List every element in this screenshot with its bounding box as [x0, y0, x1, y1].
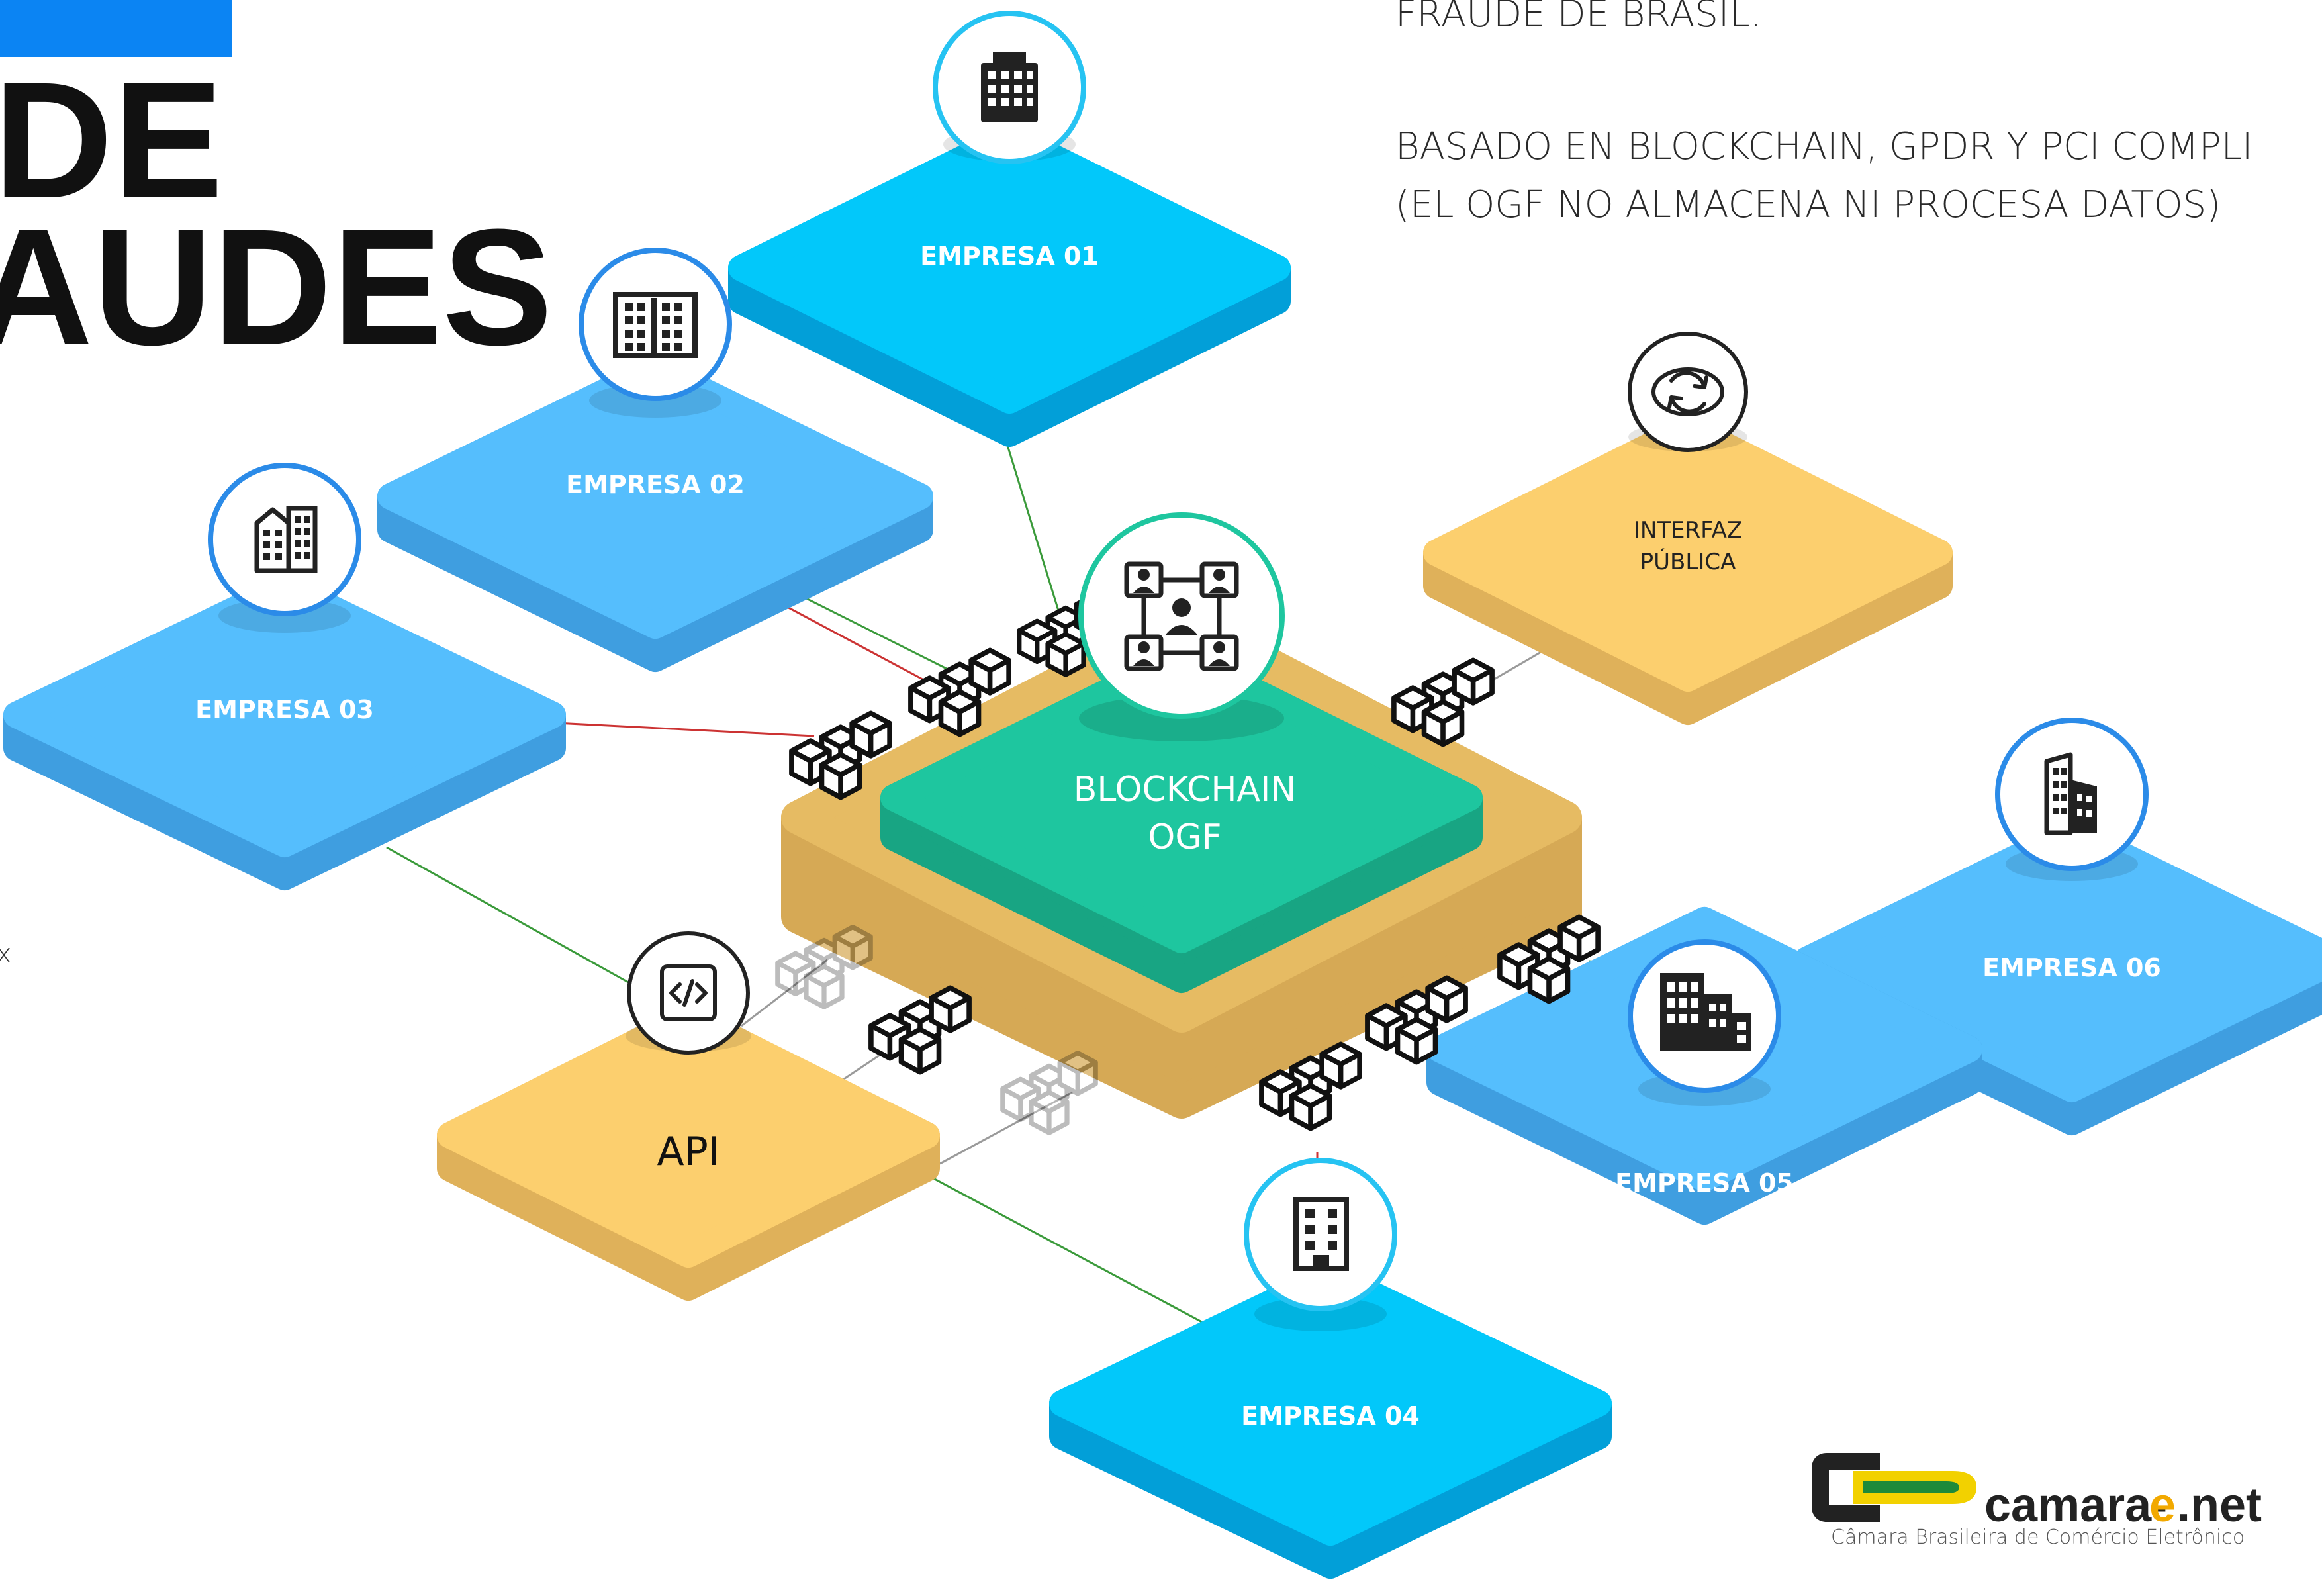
- node-empresa02[interactable]: EMPRESA 02: [377, 354, 933, 672]
- building-icon: [1293, 1197, 1349, 1271]
- logo-name-part3: .net: [2177, 1479, 2262, 1532]
- description-line1: FRAUDE DE BRASIL.: [1395, 0, 1761, 36]
- code-icon: [660, 964, 717, 1021]
- logo-name-part2: e: [2149, 1479, 2176, 1532]
- link-empresa02-red: [780, 602, 941, 690]
- camara-e-net-logo: camara- e .net Câmara Brasileira de Comé…: [1812, 1453, 2262, 1549]
- page-title-line2: AUDES: [0, 195, 553, 379]
- network-users-icon: [1124, 561, 1239, 671]
- node-empresa03-label: EMPRESA 03: [195, 695, 374, 724]
- node-interfaz-icon-badge: [1628, 332, 1748, 452]
- node-empresa04[interactable]: EMPRESA 04: [1049, 1261, 1612, 1579]
- link-empresa01: [1001, 430, 1067, 635]
- node-interfaz-label-line2: PÚBLICA: [1640, 548, 1736, 575]
- node-empresa05-label: EMPRESA 05: [1615, 1168, 1794, 1197]
- node-empresa06-label: EMPRESA 06: [1982, 953, 2161, 982]
- center-label-line1: BLOCKCHAIN: [1074, 770, 1297, 810]
- node-empresa05-icon-badge: [1628, 939, 1781, 1106]
- node-empresa02-label: EMPRESA 02: [566, 470, 745, 499]
- description-line3: (EL OGF NO ALMACENA NI PROCESA DATOS): [1395, 183, 2221, 226]
- logo-subtitle: Câmara Brasileira de Comércio Eletrônico: [1831, 1526, 2245, 1549]
- city-buildings-icon: [1660, 973, 1751, 1051]
- apartment-building-icon: [254, 506, 318, 573]
- skyscraper-icon: [2044, 752, 2097, 835]
- node-empresa01-label: EMPRESA 01: [920, 242, 1099, 271]
- node-interfaz-label-line1: INTERFAZ: [1634, 517, 1742, 543]
- node-empresa03-icon-badge: [208, 463, 361, 633]
- node-interfaz-publica[interactable]: INTERFAZ PÚBLICA: [1423, 414, 1953, 725]
- node-api-label: API: [657, 1129, 720, 1175]
- link-empresa02-green: [787, 588, 947, 670]
- link-empresa03-api: [386, 846, 636, 988]
- node-api-icon-badge: [626, 931, 751, 1055]
- node-empresa01[interactable]: EMPRESA 01: [728, 122, 1291, 447]
- node-blockchain-ogf[interactable]: BLOCKCHAIN OGF: [781, 602, 1582, 1119]
- node-empresa02-icon-badge: [579, 248, 732, 418]
- center-label-line2: OGF: [1148, 818, 1221, 857]
- node-empresa03[interactable]: EMPRESA 03: [3, 573, 566, 890]
- accent-bar: [0, 0, 232, 57]
- sync-icon: [1651, 367, 1724, 416]
- block-cluster-faded-2: [1003, 1053, 1095, 1133]
- center-icon-badge: [1078, 512, 1285, 741]
- office-building-icon: [981, 52, 1038, 122]
- office-building-icon: [613, 292, 698, 358]
- logo-name-part1: camara-: [1984, 1479, 2167, 1532]
- node-empresa04-icon-badge: [1244, 1158, 1397, 1331]
- node-empresa04-label: EMPRESA 04: [1241, 1401, 1420, 1431]
- side-mark: x: [0, 939, 12, 969]
- link-empresa03: [555, 722, 815, 737]
- link-api-empresa04: [933, 1177, 1219, 1332]
- node-api[interactable]: API: [437, 1003, 940, 1301]
- description-line2: BASADO EN BLOCKCHAIN, GPDR Y PCI COMPLI: [1395, 125, 2252, 168]
- block-cluster-8: [871, 988, 969, 1072]
- page-title-line1: DE: [0, 48, 223, 232]
- node-empresa01-icon-badge: [933, 11, 1086, 164]
- node-empresa06-icon-badge: [1995, 718, 2149, 881]
- block-cluster-faded-1: [778, 927, 870, 1008]
